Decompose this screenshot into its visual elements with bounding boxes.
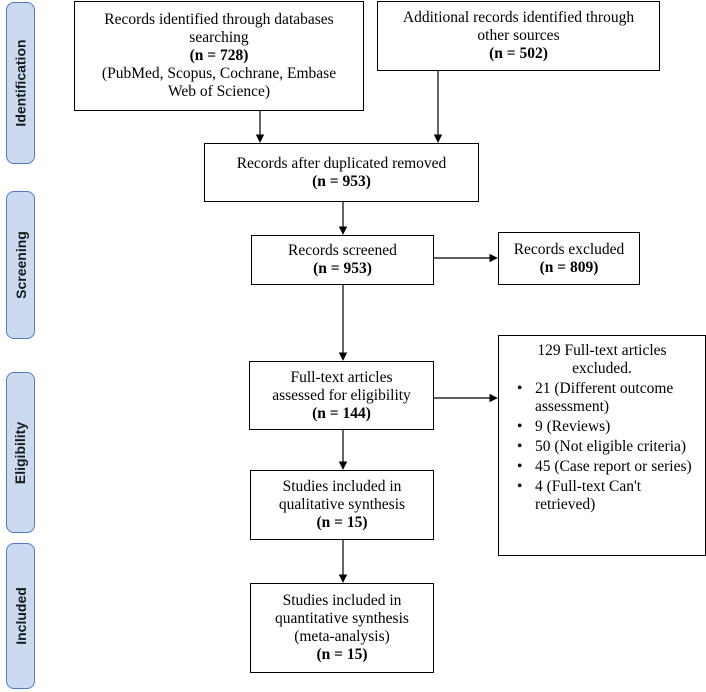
- records-excluded-line1: Records excluded: [513, 240, 625, 258]
- other-sources-count: (n = 502): [489, 45, 548, 62]
- box-records-screened: Records screened (n = 953): [251, 235, 434, 285]
- quantitative-line1: Studies included in: [282, 592, 402, 609]
- phase-identification: Identification: [6, 2, 35, 164]
- full-text-excluded-line2: excluded.: [572, 360, 632, 377]
- full-text-excluded-line1: 129 Full-text articles: [537, 342, 667, 359]
- box-full-text-excluded: 129 Full-text articles excluded. 21 (Dif…: [498, 335, 706, 556]
- box-quantitative-synthesis: Studies included in quantitative synthes…: [250, 583, 434, 673]
- quantitative-line2: quantitative synthesis: [275, 610, 409, 627]
- exclusion-reason-item: 9 (Reviews): [505, 418, 699, 436]
- box-after-duplicates: Records after duplicated removed (n = 95…: [204, 143, 479, 202]
- exclusion-reason-item: 45 (Case report or series): [505, 458, 699, 476]
- after-duplicates-line1: Records after duplicated removed: [236, 154, 447, 172]
- exclusion-reason-item: 4 (Full-text Can't retrieved): [505, 478, 699, 514]
- database-records-line4: Web of Science): [167, 83, 271, 100]
- phase-included: Included: [6, 543, 35, 689]
- quantitative-count: (n = 15): [316, 646, 368, 663]
- database-records-count: (n = 728): [189, 47, 249, 64]
- qualitative-count: (n = 15): [316, 514, 368, 531]
- full-text-line2: assessed for eligibility: [272, 386, 411, 404]
- box-other-sources: Additional records identified through ot…: [377, 1, 660, 71]
- records-excluded-count: (n = 809): [539, 258, 599, 276]
- exclusion-reasons-list: 21 (Different outcome assessment) 9 (Rev…: [505, 380, 699, 514]
- full-text-line1: Full-text articles: [290, 368, 393, 386]
- database-records-line2: searching: [189, 29, 249, 46]
- box-records-excluded: Records excluded (n = 809): [498, 232, 640, 285]
- database-records-line3: (PubMed, Scopus, Cochrane, Embase: [101, 65, 337, 82]
- phase-screening: Screening: [6, 191, 35, 339]
- box-qualitative-synthesis: Studies included in qualitative synthesi…: [250, 470, 434, 540]
- after-duplicates-count: (n = 953): [312, 172, 371, 190]
- quantitative-line3: (meta-analysis): [294, 628, 390, 645]
- full-text-count: (n = 144): [312, 404, 371, 422]
- other-sources-line1: Additional records identified through: [402, 9, 635, 26]
- other-sources-line2: other sources: [477, 27, 560, 44]
- box-database-records: Records identified through databases sea…: [74, 1, 364, 111]
- exclusion-reason-item: 50 (Not eligible criteria): [505, 438, 699, 456]
- records-screened-count: (n = 953): [313, 260, 372, 277]
- exclusion-reason-item: 21 (Different outcome assessment): [505, 380, 699, 416]
- qualitative-line1: Studies included in: [282, 478, 402, 495]
- phase-eligibility: Eligibility: [6, 372, 35, 533]
- qualitative-line2: qualitative synthesis: [278, 496, 406, 513]
- database-records-line1: Records identified through databases: [104, 11, 334, 28]
- box-full-text-assessed: Full-text articles assessed for eligibil…: [249, 361, 434, 430]
- records-screened-line1: Records screened: [288, 242, 397, 259]
